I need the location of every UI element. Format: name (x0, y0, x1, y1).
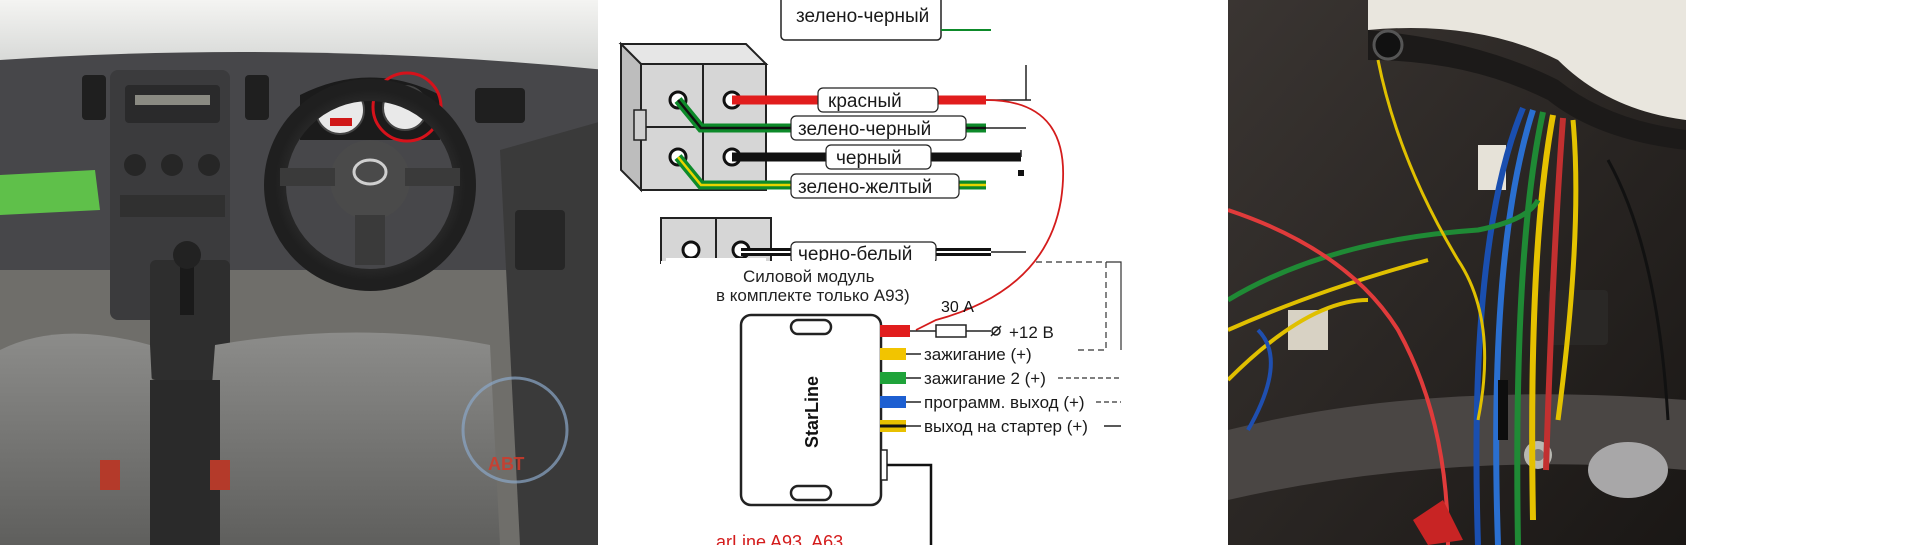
svg-text:зелено-желтый: зелено-желтый (798, 177, 932, 198)
svg-text:красный: красный (828, 91, 902, 112)
car-interior-photo: АВТ (0, 0, 606, 545)
plus12-label: +12 В (1009, 323, 1054, 342)
wires-photo-illustration (1228, 0, 1686, 545)
module-wire-label-1: зажигание 2 (+) (924, 369, 1046, 388)
svg-text:черный: черный (836, 148, 902, 169)
starline-module: StarLine (739, 313, 888, 507)
bottom-partial-label: arLine A93, A63 (716, 532, 843, 545)
top-partial-wire-label: зелено-черный (796, 6, 929, 27)
relay-wire-label-0: красный (817, 87, 939, 113)
svg-text:зелено-черный: зелено-черный (798, 119, 931, 140)
starline-brand-text: StarLine (802, 376, 822, 448)
car-interior-illustration: АВТ (0, 0, 606, 545)
module-wire-label-2: программ. выход (+) (924, 393, 1085, 412)
relay-block-small (660, 217, 772, 264)
fuse-label: 30 А (941, 299, 974, 316)
power-module-caption-1: Силовой модуль (743, 267, 875, 286)
module-wire-label-3: выход на стартер (+) (924, 417, 1088, 436)
wires-photo (1228, 0, 1686, 545)
watermark-logo-text: АВТ (488, 454, 524, 474)
module-wire-label-0: зажигание (+) (924, 345, 1032, 364)
relay-wire-label-3: зелено-желтый (790, 173, 960, 199)
relay-wire-label-2: черный (825, 144, 932, 170)
relay-wire-label-4: черно-белый (790, 241, 937, 265)
svg-text:черно-белый: черно-белый (798, 244, 912, 265)
wiring-diagram: зелено-черный (606, 0, 1228, 545)
wiring-diagram-svg: зелено-черный (618, 0, 1122, 545)
relay-wire-label-1: зелено-черный (790, 115, 967, 141)
power-module-caption-2: в комплекте только А93) (716, 286, 910, 305)
